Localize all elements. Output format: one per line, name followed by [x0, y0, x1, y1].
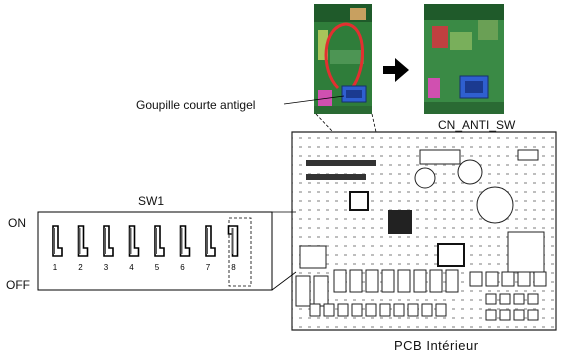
switch-4 — [128, 225, 140, 257]
arrow-right-icon — [383, 58, 409, 82]
connector-photo — [424, 4, 504, 114]
pcb-caption: PCB Intérieur — [394, 338, 479, 353]
switch-8 — [227, 225, 239, 257]
on-label: ON — [8, 216, 26, 230]
switch-number-6: 6 — [180, 263, 185, 272]
switch-number-2: 2 — [78, 263, 83, 272]
switch-number-1: 1 — [53, 263, 58, 272]
pcb-board — [291, 131, 557, 331]
switch-number-7: 7 — [206, 263, 211, 272]
connector-caption: CN_ANTI_SW — [438, 118, 516, 132]
switch-2 — [77, 225, 89, 257]
sw1-title: SW1 — [138, 194, 165, 208]
pin-caption: Goupille courte antigel — [136, 98, 256, 112]
switch-8-highlight — [228, 217, 252, 287]
switch-number-8: 8 — [231, 263, 236, 272]
switch-number-4: 4 — [129, 263, 134, 272]
switch-6 — [179, 225, 191, 257]
pin-leader-line — [283, 95, 345, 105]
switch-3 — [103, 225, 114, 257]
switch-5 — [154, 225, 165, 257]
sw1-dip-switch: 1 2 3 4 5 6 7 8 — [37, 211, 273, 291]
switch-7 — [205, 225, 216, 257]
switch-zoom-lines — [271, 211, 297, 291]
off-label: OFF — [6, 278, 30, 292]
switch-number-3: 3 — [104, 263, 109, 272]
switch-number-5: 5 — [155, 263, 160, 272]
switch-1 — [52, 225, 63, 257]
jumper-photo — [314, 4, 372, 114]
